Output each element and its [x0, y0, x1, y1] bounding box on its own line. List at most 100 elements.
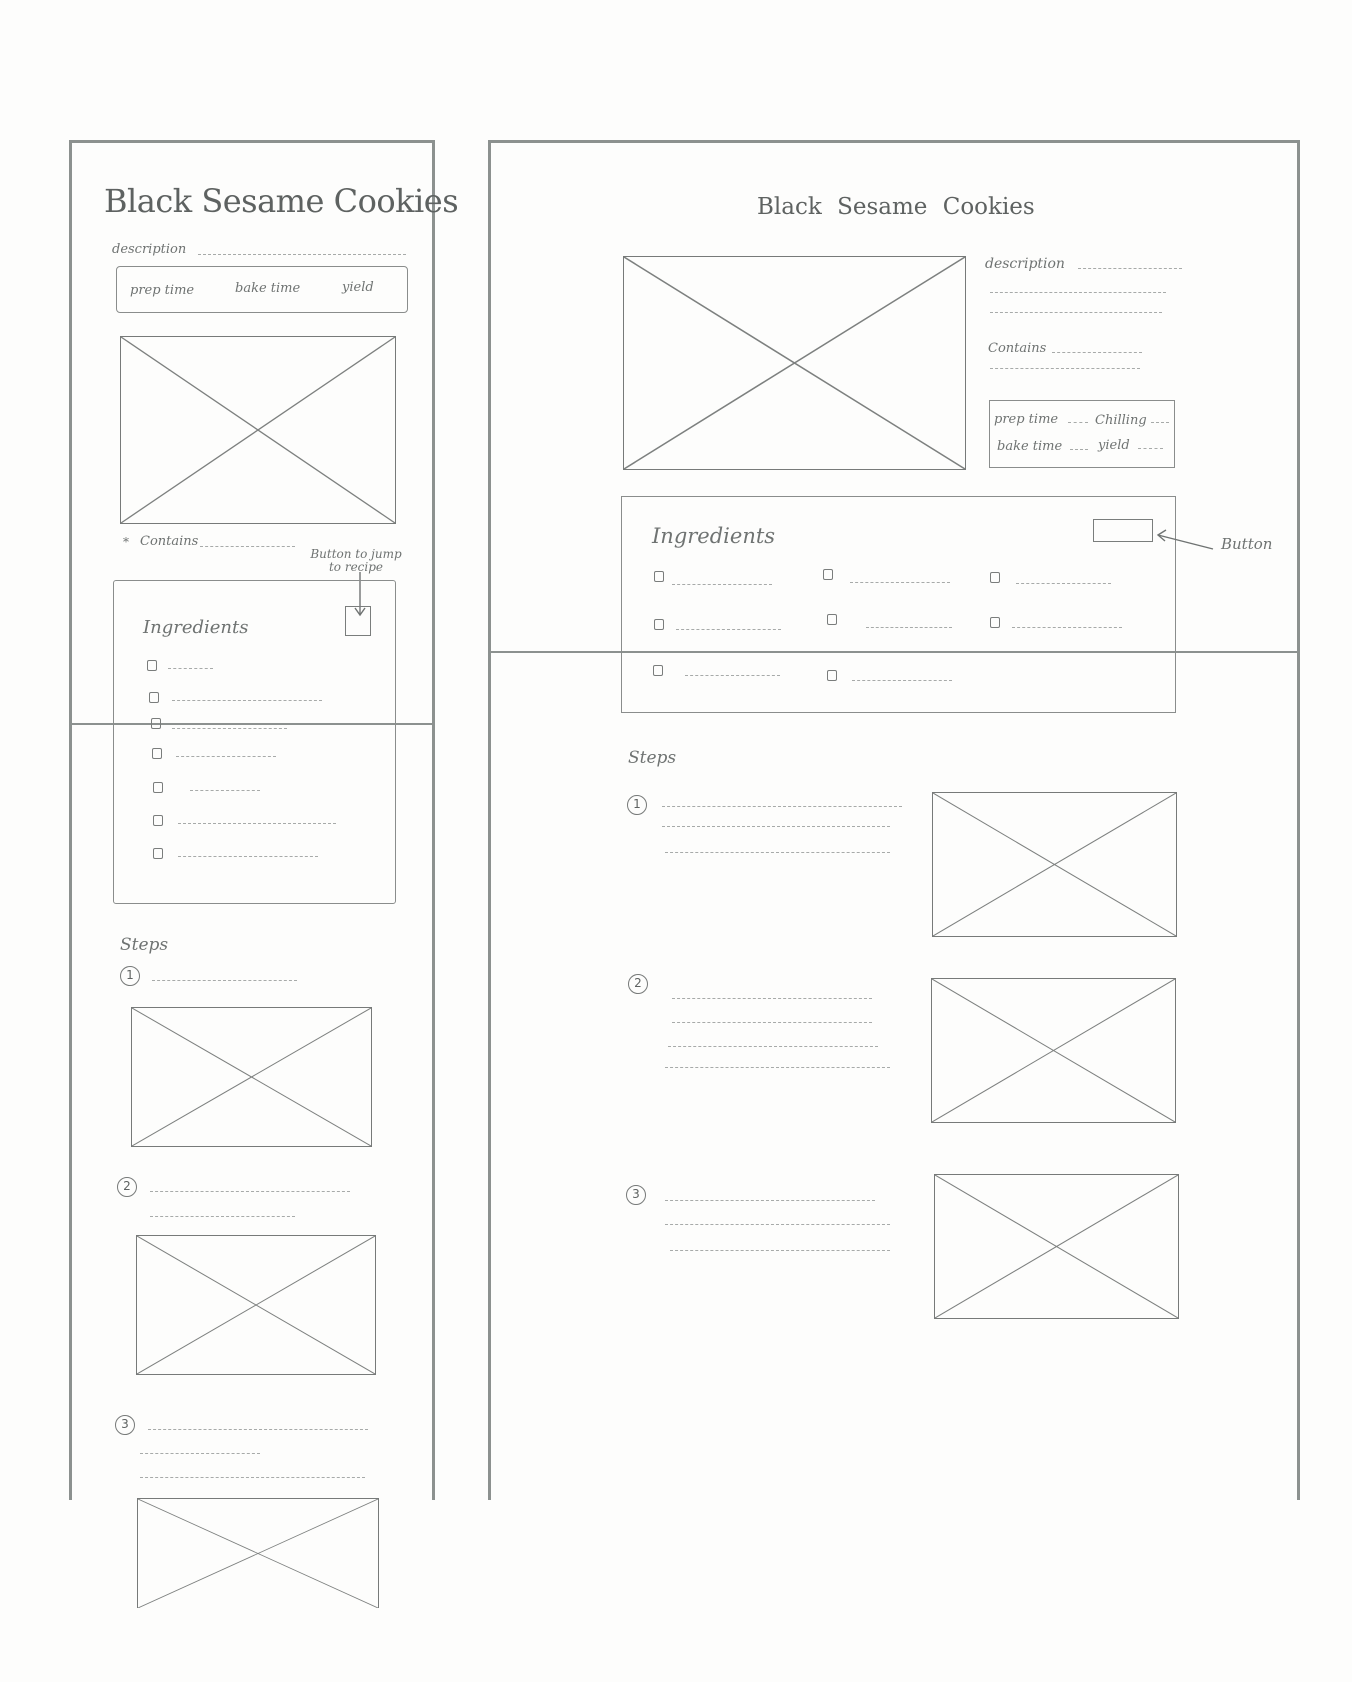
desktop-step-number-2: 2 [628, 974, 648, 994]
desktop-ingredient-line [1016, 583, 1111, 584]
mobile-step-number-2: 2 [117, 1177, 137, 1197]
desktop-description-line [1078, 268, 1182, 269]
mobile-step-text-line [152, 980, 297, 981]
mobile-step-text-line [140, 1453, 260, 1454]
desktop-description-line [990, 312, 1162, 313]
desktop-step-text-line [662, 826, 890, 827]
mobile-ingredient-line [178, 856, 318, 857]
mobile-fold-line [69, 723, 435, 725]
desktop-ingredient-checkbox[interactable] [823, 569, 833, 580]
desktop-step-3-image-placeholder [934, 1174, 1179, 1319]
mobile-button-note-arrow-icon [354, 572, 366, 617]
desktop-frame [488, 140, 1300, 1500]
desktop-step-text-line [662, 806, 902, 807]
desktop-step-text-line [665, 852, 890, 853]
desktop-ingredient-checkbox[interactable] [654, 619, 664, 630]
mobile-step-text-line [150, 1216, 295, 1217]
desktop-meta-line [1068, 422, 1088, 423]
mobile-description-line [198, 254, 406, 255]
desktop-fold-line [488, 651, 1300, 653]
desktop-step-text-line [665, 1224, 890, 1225]
desktop-step-number-1: 1 [627, 795, 647, 815]
mobile-ingredient-line [168, 668, 213, 669]
desktop-step-text-line [672, 1022, 872, 1023]
desktop-meta-line [1151, 422, 1169, 423]
mobile-step-number-3: 3 [115, 1415, 135, 1435]
mobile-hero-image-placeholder [120, 336, 396, 524]
desktop-step-text-line [665, 1067, 890, 1068]
desktop-contains-line [1052, 352, 1142, 353]
mobile-step-2-image-placeholder [136, 1235, 376, 1375]
desktop-ingredient-line [672, 584, 772, 585]
mobile-ingredient-line [172, 728, 287, 729]
desktop-ingredient-line [866, 627, 952, 628]
desktop-step-text-line [665, 1200, 875, 1201]
desktop-prep-time-label: prep time [994, 412, 1059, 427]
desktop-ingredient-line [850, 582, 950, 583]
mobile-bake-time-label: bake time [235, 281, 301, 296]
desktop-contains-line [990, 368, 1140, 369]
mobile-ingredients-title: Ingredients [143, 617, 249, 638]
mobile-ingredient-line [176, 756, 276, 757]
mobile-steps-title: Steps [120, 935, 169, 955]
desktop-step-text-line [670, 1250, 890, 1251]
mobile-ingredient-checkbox[interactable] [153, 848, 163, 859]
desktop-step-1-image-placeholder [932, 792, 1177, 937]
mobile-jump-to-recipe-button[interactable] [345, 606, 371, 636]
mobile-ingredient-checkbox[interactable] [152, 748, 162, 759]
desktop-yield-label: yield [1098, 438, 1130, 453]
desktop-step-text-line [668, 1046, 878, 1047]
mobile-ingredients-card [113, 580, 396, 904]
desktop-ingredients-card [621, 496, 1176, 713]
mobile-meta-box [116, 266, 408, 313]
mobile-step-1-image-placeholder [131, 1007, 372, 1147]
desktop-ingredient-line [676, 629, 781, 630]
desktop-ingredient-checkbox[interactable] [654, 571, 664, 582]
desktop-ingredient-line [685, 675, 780, 676]
mobile-ingredient-checkbox[interactable] [149, 692, 159, 703]
desktop-description-label: description [985, 256, 1065, 272]
desktop-jump-to-recipe-button[interactable] [1093, 519, 1153, 542]
desktop-step-text-line [672, 998, 872, 999]
mobile-ingredient-line [190, 790, 260, 791]
mobile-button-note: Button to jump to recipe [310, 547, 402, 574]
desktop-ingredient-checkbox[interactable] [990, 617, 1000, 628]
desktop-bake-time-label: bake time [997, 439, 1063, 454]
desktop-ingredient-line [1012, 627, 1122, 628]
desktop-hero-image-placeholder [623, 256, 966, 470]
desktop-step-2-image-placeholder [931, 978, 1176, 1123]
mobile-page-title: Black Sesame Cookies [104, 182, 459, 220]
mobile-step-text-line [148, 1429, 368, 1430]
mobile-frame [69, 140, 435, 1500]
desktop-contains-label: Contains [988, 341, 1047, 356]
desktop-meta-line [1138, 448, 1163, 449]
mobile-contains-label: Contains [140, 534, 199, 549]
mobile-contains-line [200, 546, 295, 547]
mobile-ingredient-line [178, 823, 336, 824]
desktop-meta-line [1070, 449, 1088, 450]
mobile-prep-time-label: prep time [130, 283, 195, 298]
mobile-step-text-line [150, 1191, 350, 1192]
desktop-page-title: Black Sesame Cookies [757, 194, 1035, 220]
mobile-ingredient-checkbox[interactable] [153, 815, 163, 826]
mobile-ingredient-checkbox[interactable] [151, 718, 161, 729]
desktop-step-number-3: 3 [626, 1185, 646, 1205]
desktop-description-line [990, 292, 1166, 293]
mobile-step-text-line [140, 1477, 365, 1478]
mobile-description-label: description [112, 242, 187, 257]
desktop-ingredient-checkbox[interactable] [827, 614, 837, 625]
mobile-ingredient-checkbox[interactable] [153, 782, 163, 793]
desktop-ingredient-checkbox[interactable] [653, 665, 663, 676]
desktop-ingredients-title: Ingredients [652, 524, 776, 548]
desktop-ingredient-checkbox[interactable] [990, 572, 1000, 583]
desktop-steps-title: Steps [628, 748, 677, 768]
mobile-ingredient-checkbox[interactable] [147, 660, 157, 671]
mobile-ingredient-line [172, 700, 322, 701]
desktop-meta-box [989, 400, 1175, 468]
desktop-chilling-label: Chilling [1095, 413, 1147, 428]
mobile-contains-bullet: * [123, 535, 129, 549]
mobile-step-3-image-placeholder [137, 1498, 379, 1608]
desktop-button-annotation-arrow-icon [1156, 529, 1214, 550]
desktop-ingredient-checkbox[interactable] [827, 670, 837, 681]
desktop-ingredient-line [852, 680, 952, 681]
